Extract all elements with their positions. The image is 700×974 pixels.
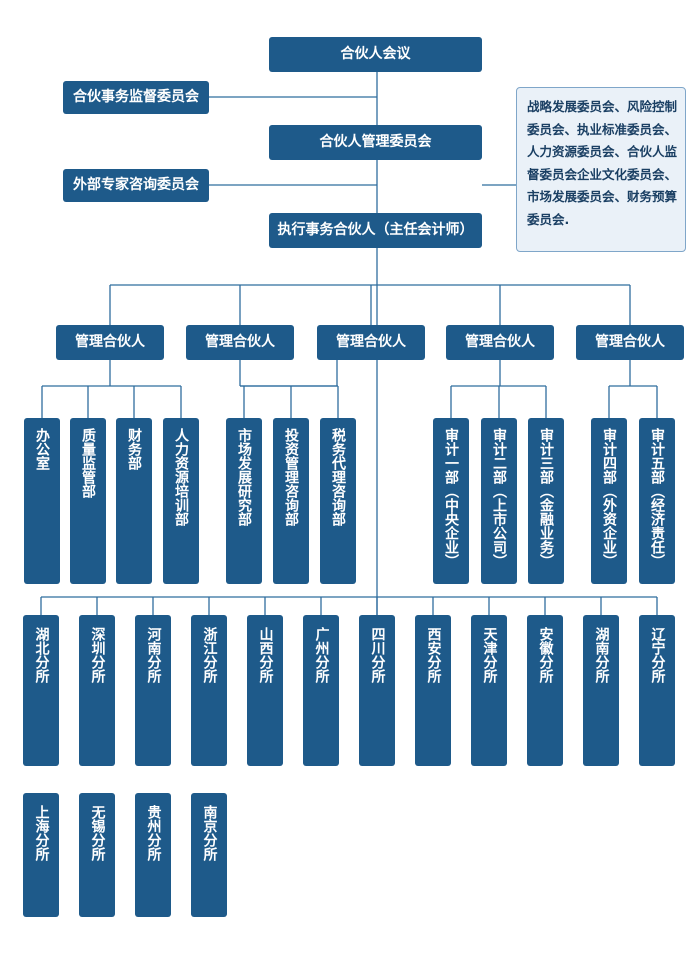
branch-box: 深圳分所 — [79, 615, 115, 766]
department-box-label: 财务部 — [126, 428, 142, 470]
department-box: 办公室 — [24, 418, 60, 584]
branch-box: 湖北分所 — [23, 615, 59, 766]
branch-box: 辽宁分所 — [639, 615, 675, 766]
department-box: 投资管理咨询部 — [273, 418, 309, 584]
department-box-label: 质量监管部 — [80, 428, 96, 498]
branch-box-label: 山西分所 — [257, 627, 274, 683]
department-box-label: 审计四部（外资企业） — [601, 428, 617, 568]
department-box-label: 税务代理咨询部 — [330, 428, 346, 526]
branch-box-label: 西安分所 — [425, 627, 442, 683]
branch-box: 安徽分所 — [527, 615, 563, 766]
management-partner-box: 管理合伙人 — [576, 325, 684, 360]
department-box: 人力资源培训部 — [163, 418, 199, 584]
branch-box: 广州分所 — [303, 615, 339, 766]
department-box: 审计二部（上市公司） — [481, 418, 517, 584]
partners-meeting-box: 合伙人会议 — [269, 37, 482, 72]
branch-box: 河南分所 — [135, 615, 171, 766]
department-box: 审计四部（外资企业） — [591, 418, 627, 584]
branch-box: 贵州分所 — [135, 793, 171, 917]
branch-box-label: 深圳分所 — [89, 627, 106, 683]
branch-box-label: 湖南分所 — [593, 627, 610, 683]
branch-box-label: 河南分所 — [145, 627, 162, 683]
branch-box-label: 广州分所 — [313, 627, 330, 683]
branch-box-label: 湖北分所 — [33, 627, 50, 683]
department-box: 审计三部（金融业务） — [528, 418, 564, 584]
branch-box-label: 贵州分所 — [145, 805, 162, 861]
department-box: 审计一部（中央企业） — [433, 418, 469, 584]
executive-partner-box: 执行事务合伙人（主任会计师） — [269, 213, 482, 248]
branch-box: 山西分所 — [247, 615, 283, 766]
management-partner-box: 管理合伙人 — [56, 325, 164, 360]
department-box-label: 投资管理咨询部 — [283, 428, 299, 526]
branch-box: 无锡分所 — [79, 793, 115, 917]
branch-box-label: 无锡分所 — [89, 805, 106, 861]
department-box: 市场发展研究部 — [226, 418, 262, 584]
department-box: 审计五部（经济责任） — [639, 418, 675, 584]
department-box-label: 市场发展研究部 — [236, 428, 252, 526]
branch-box: 湖南分所 — [583, 615, 619, 766]
expert-committee-box: 外部专家咨询委员会 — [63, 169, 209, 202]
management-partner-box: 管理合伙人 — [446, 325, 554, 360]
branch-box: 上海分所 — [23, 793, 59, 917]
branch-box-label: 辽宁分所 — [649, 627, 666, 683]
branch-box-label: 四川分所 — [369, 627, 386, 683]
department-box-label: 审计一部（中央企业） — [443, 428, 459, 568]
branch-box-label: 天津分所 — [481, 627, 498, 683]
management-partner-box: 管理合伙人 — [186, 325, 294, 360]
branch-box-label: 安徽分所 — [537, 627, 554, 683]
department-box: 财务部 — [116, 418, 152, 584]
branch-box-label: 南京分所 — [201, 805, 218, 861]
department-box: 税务代理咨询部 — [320, 418, 356, 584]
department-box-label: 审计三部（金融业务） — [538, 428, 554, 568]
management-partner-box: 管理合伙人 — [317, 325, 425, 360]
committees-note: 战略发展委员会、风险控制委员会、执业标准委员会、人力资源委员会、合伙人监督委员会… — [516, 87, 686, 252]
branch-box: 西安分所 — [415, 615, 451, 766]
department-box: 质量监管部 — [70, 418, 106, 584]
branch-box: 四川分所 — [359, 615, 395, 766]
branch-box-label: 浙江分所 — [201, 627, 218, 683]
branch-box-label: 上海分所 — [33, 805, 50, 861]
department-box-label: 审计五部（经济责任） — [649, 428, 665, 568]
branch-box: 南京分所 — [191, 793, 227, 917]
supervisory-committee-box: 合伙事务监督委员会 — [63, 81, 209, 114]
department-box-label: 审计二部（上市公司） — [491, 428, 507, 568]
branch-box: 天津分所 — [471, 615, 507, 766]
department-box-label: 人力资源培训部 — [173, 428, 189, 526]
management-committee-box: 合伙人管理委员会 — [269, 125, 482, 160]
department-box-label: 办公室 — [34, 428, 50, 470]
branch-box: 浙江分所 — [191, 615, 227, 766]
